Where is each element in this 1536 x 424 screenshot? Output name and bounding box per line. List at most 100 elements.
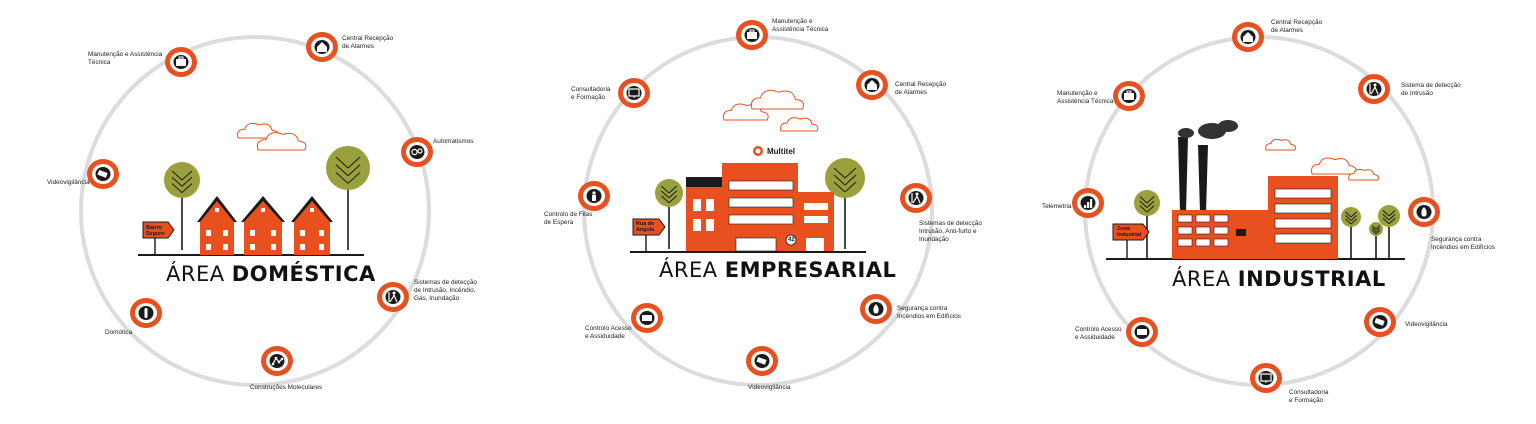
fire-icon: [873, 304, 879, 314]
badge-core: [269, 354, 285, 368]
title-bold: EMPRESARIAL: [724, 258, 897, 282]
cloud: [1265, 138, 1296, 151]
badge-fire-icon: [860, 294, 892, 324]
title-bold: INDUSTRIAL: [1237, 267, 1386, 291]
camera-icon: [756, 356, 767, 365]
title-bold: DOMÉSTICA: [231, 262, 376, 286]
badge-intruder-icon: [1358, 74, 1390, 104]
label-domotica: Domótica: [105, 329, 132, 336]
bar-chart-icon: [1084, 199, 1093, 208]
toolbox-icon: [176, 56, 186, 66]
cloud: [1311, 157, 1357, 175]
title-prefix: ÁREA: [1172, 267, 1231, 291]
cloud: [237, 122, 279, 139]
house: [291, 196, 333, 255]
tree-right: [1378, 205, 1400, 258]
street-sign-empresarial: Rua de Angola: [636, 221, 655, 233]
cloud: [750, 89, 805, 110]
presentation-icon: [1260, 373, 1272, 383]
tree-right: [1341, 207, 1361, 258]
badge-camera-icon: [87, 159, 119, 189]
tree-left: [1134, 190, 1160, 258]
label-consultadoria: Consultadoria e Formação: [571, 86, 611, 101]
badge-camera-icon: [746, 346, 778, 376]
cloud: [780, 117, 819, 132]
title-prefix: ÁREA: [166, 262, 225, 286]
label-telemetria: Telemetria: [1042, 203, 1072, 210]
badge-gears-icon: [401, 137, 433, 167]
camera-icon: [1374, 317, 1385, 326]
badge-house-alarm-icon: [856, 70, 888, 100]
label-detecao-intrusao: Sistemas de detecção de Intrusão, Incênd…: [414, 279, 477, 302]
factory-building: [1172, 120, 1338, 259]
label-seguranca-incendios: Segurança contra Incêndios em Edifícios: [1431, 236, 1495, 251]
badge-house-alarm-icon: [306, 32, 338, 62]
label-seguranca-incendios: Segurança contra Incêndios em Edifícios: [897, 305, 961, 320]
house-alarm-icon: [317, 42, 327, 52]
label-construcoes-moleculares: Construções Moleculares: [250, 384, 323, 391]
label-manutencao: Manutenção e Assistência Técnica: [772, 18, 829, 33]
label-videovigilancia: Videovigilância: [47, 179, 90, 186]
badge-fire-icon: [1408, 197, 1440, 227]
title-empresarial: ÁREA EMPRESARIAL: [659, 258, 896, 282]
tree-right: [1369, 222, 1383, 258]
badge-intruder-icon: [377, 282, 409, 312]
label-controlo-acesso: Controlo Acesso e Assiduidade: [1075, 326, 1122, 341]
street-sign: [632, 218, 666, 252]
area-ring: [79, 35, 431, 387]
label-central-recepcao: Central Recepção de Alarmes: [342, 35, 394, 50]
label-videovigilancia: Videovigilância: [748, 384, 791, 391]
badge-queue-icon: [578, 181, 610, 211]
badge-molecule-icon: [261, 346, 293, 376]
badge-toolbox-icon: [1113, 81, 1145, 111]
street-sign: [1112, 223, 1150, 259]
intruder-icon: [388, 291, 398, 303]
title-industrial: ÁREA INDUSTRIAL: [1172, 267, 1386, 291]
intruder-icon: [1369, 83, 1379, 95]
badge-toolbox-icon: [165, 47, 197, 77]
label-controlo-filas: Controlo de Filas de Espera: [544, 211, 593, 226]
label-consultadoria: Consultadoria e Formação: [1289, 389, 1329, 404]
badge-bar-chart-icon: [1072, 188, 1104, 218]
badge-camera-icon: [1364, 307, 1396, 337]
badge-card-reader-icon: [631, 303, 663, 333]
tree-right: [326, 146, 370, 250]
brand-logo-text: Multitel: [767, 147, 795, 156]
street-sign-industrial: Zona Industrial: [1117, 226, 1142, 238]
label-videovigilancia: Videovigilância: [1405, 321, 1448, 328]
queue-icon: [592, 191, 596, 201]
toolbox-icon: [1124, 90, 1134, 100]
street-sign: [142, 221, 175, 255]
presentation-icon: [628, 88, 640, 98]
badge-presentation-icon: [1250, 363, 1282, 393]
badge-toolbox-icon: [736, 20, 768, 50]
badge-card-reader-icon: [1126, 317, 1158, 347]
house-alarm-icon: [867, 80, 877, 90]
label-central-recepcao: Central Recepção de Alarmes: [1271, 19, 1323, 34]
tree-left: [164, 162, 200, 250]
label-manutencao: Manutenção e Assistência Técnica: [88, 51, 163, 66]
gears-icon: [411, 148, 423, 156]
door-number: 42: [788, 237, 795, 243]
molecule-icon: [271, 356, 284, 366]
title-domestica: ÁREA DOMÉSTICA: [166, 262, 376, 286]
label-automatismos: Automatismos: [433, 138, 474, 145]
house: [197, 196, 237, 255]
cloud: [1348, 168, 1379, 181]
camera-icon: [97, 169, 108, 178]
label-controlo-acesso: Controlo Acesso e Assiduidade: [585, 325, 632, 340]
street-sign-domestica: Bairro Seguro: [146, 225, 165, 237]
house: [241, 196, 285, 255]
intruder-icon: [911, 192, 921, 204]
house-alarm-icon: [1243, 32, 1253, 42]
office-building: [686, 146, 834, 252]
card-reader-icon: [642, 315, 652, 321]
cloud: [257, 132, 307, 151]
label-detecao-intrusao: Sistema de detecção de Intrusão: [1401, 82, 1461, 97]
card-reader-icon: [1137, 329, 1147, 335]
fire-icon: [1421, 207, 1427, 217]
touch-icon: [144, 308, 148, 318]
label-manutencao: Manutenção e Assistência Técnica: [1057, 90, 1114, 105]
